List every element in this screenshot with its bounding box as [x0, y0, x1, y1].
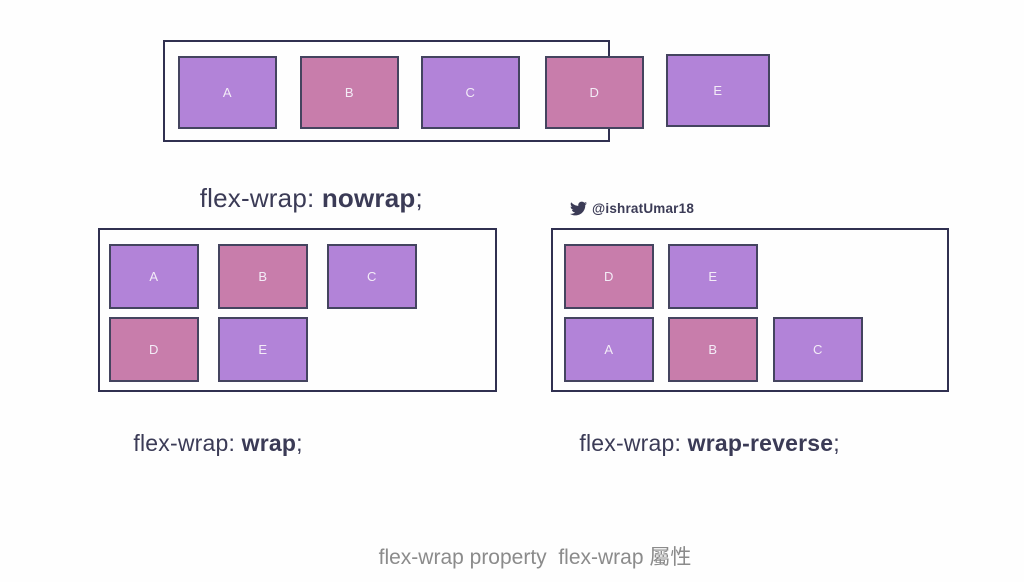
subtitle-caption: flex-wrap property flex-wrap 屬性	[378, 546, 692, 569]
wrap-reverse-flex-item-c: C	[773, 317, 863, 382]
wrap-flex-item-c: C	[327, 244, 417, 309]
flex-item-label: A	[149, 269, 159, 284]
wrap-flex-item-a: A	[109, 244, 199, 309]
flex-item-label: E	[708, 269, 718, 284]
flex-item-label: B	[258, 269, 268, 284]
wrap-code-label: flex-wrap: wrap;	[107, 403, 303, 484]
flex-item-label: E	[258, 342, 268, 357]
flex-item-label: D	[149, 342, 159, 357]
twitter-handle: @ishratUmar18	[592, 201, 695, 216]
nowrap-flex-item-c: C	[421, 56, 520, 129]
flex-item-label: C	[813, 342, 823, 357]
flex-item-label: E	[713, 83, 723, 98]
code-label-prefix: flex-wrap:	[579, 430, 688, 456]
nowrap-flex-item-b: B	[300, 56, 399, 129]
wrap-reverse-flex-item-a: A	[564, 317, 654, 382]
code-label-prefix: flex-wrap:	[133, 430, 242, 456]
code-label-value: wrap	[241, 430, 297, 456]
wrap-flex-item-b: B	[218, 244, 308, 309]
wrap-reverse-flex-item-e: E	[668, 244, 758, 309]
flex-item-label: D	[589, 85, 600, 100]
code-label-suffix: ;	[296, 430, 303, 456]
flex-item-label: A	[222, 85, 233, 100]
flex-item-label: B	[344, 85, 355, 100]
code-label-value: wrap-reverse	[687, 430, 834, 456]
code-label-value: nowrap	[321, 183, 416, 213]
nowrap-code-label: flex-wrap: nowrap;	[170, 152, 423, 245]
flex-item-label: D	[604, 269, 614, 284]
nowrap-flex-item-e: E	[666, 54, 770, 127]
twitter-bird-icon	[570, 200, 587, 217]
wrap-flex-item-d: D	[109, 317, 199, 382]
flex-item-label: B	[708, 342, 718, 357]
flex-item-label: A	[604, 342, 614, 357]
flex-item-label: C	[367, 269, 377, 284]
code-label-suffix: ;	[415, 183, 423, 213]
code-label-prefix: flex-wrap:	[199, 183, 322, 213]
nowrap-flex-item-d: D	[545, 56, 644, 129]
code-label-suffix: ;	[833, 430, 840, 456]
flex-item-label: C	[465, 85, 476, 100]
wrap-reverse-flex-item-b: B	[668, 317, 758, 382]
wrap-flex-item-e: E	[218, 317, 308, 382]
wrap-reverse-flex-item-d: D	[564, 244, 654, 309]
nowrap-flex-item-a: A	[178, 56, 277, 129]
twitter-attribution: @ishratUmar18	[570, 200, 694, 217]
wrap-reverse-code-label: flex-wrap: wrap-reverse;	[553, 403, 840, 484]
